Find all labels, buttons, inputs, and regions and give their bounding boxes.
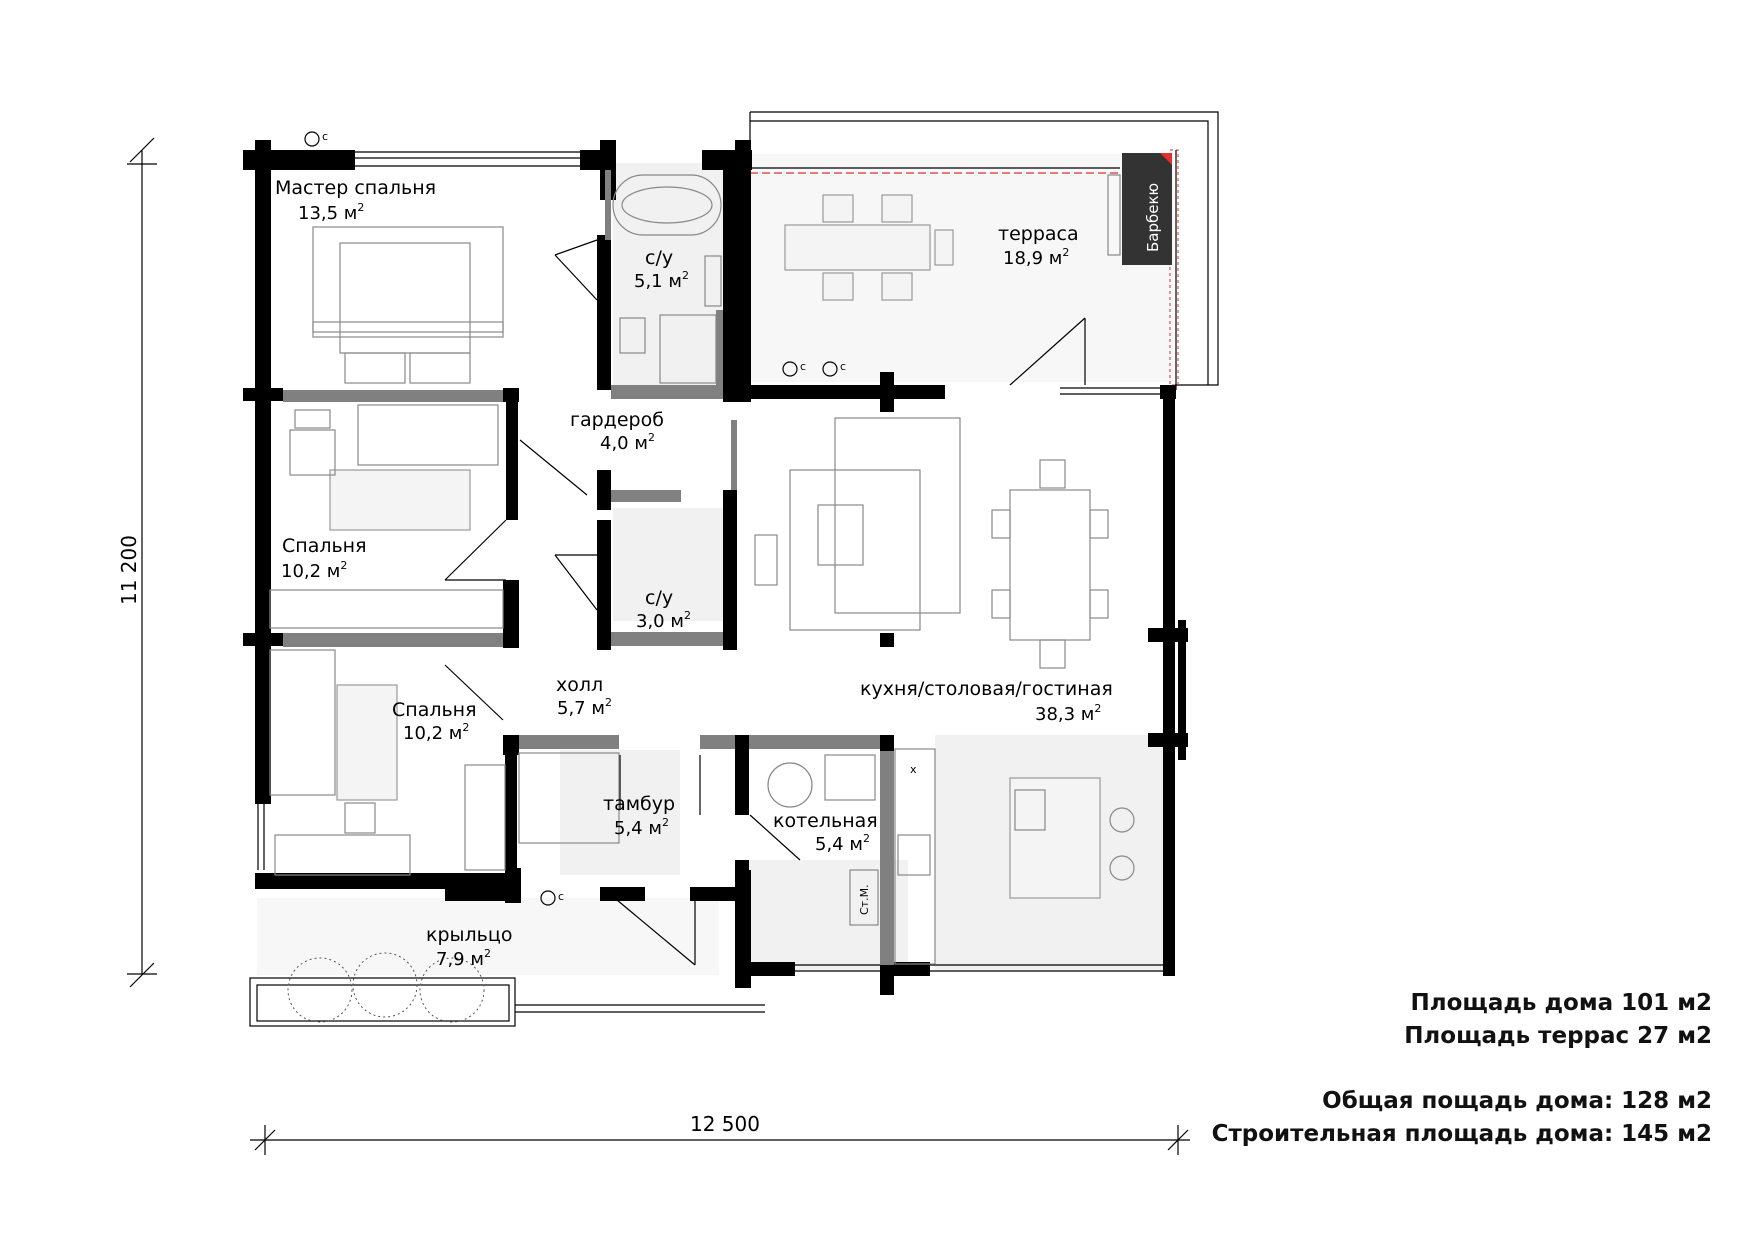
room-name-porch: крыльцо (426, 924, 512, 946)
windows (257, 151, 1173, 972)
height-dimension-label: 11 200 (117, 535, 141, 605)
shrub-icon (287, 952, 485, 1023)
room-area-hall: 5,7 м2 (557, 696, 612, 719)
room-name-hall: холл (556, 674, 603, 696)
room-name-kitchen-living: кухня/столовая/гостиная (860, 678, 1113, 700)
door-swings (444, 239, 1086, 966)
room-area-bedroom-2: 10,2 м2 (403, 721, 469, 744)
room-area-kitchen-living: 38,3 м2 (1035, 702, 1101, 725)
room-name-bedroom-2: Спальня (392, 699, 477, 721)
room-name-wardrobe: гардероб (570, 409, 664, 431)
area-summary: Площадь дома 101 м2 Площадь террас 27 м2… (1212, 990, 1712, 1147)
room-name-bedroom-1: Спальня (282, 535, 367, 557)
room-area-bathroom-1: 5,1 м2 (634, 269, 689, 292)
bbq-label: Барбекю (1144, 183, 1162, 252)
cross-mark: x (910, 763, 917, 776)
room-area-wardrobe: 4,0 м2 (600, 431, 655, 454)
room-name-master-bedroom: Мастер спальня (275, 177, 436, 199)
outlet-label: с (322, 130, 328, 143)
room-area-bathroom-2: 3,0 м2 (636, 609, 691, 632)
interior-walls (283, 150, 894, 965)
room-name-boiler-room: котельная (773, 810, 878, 832)
room-area-porch: 7,9 м2 (436, 947, 491, 970)
room-area-bedroom-1: 10,2 м2 (281, 559, 347, 582)
width-dimension-label: 12 500 (690, 1112, 760, 1136)
outlet-label: с (558, 890, 564, 903)
room-labels: Мастер спальня 13,5 м2 с/у 5,1 м2 террас… (275, 177, 1113, 970)
summary-house-area: Площадь дома 101 м2 (1411, 990, 1713, 1016)
washing-machine-label: Ст.М. (858, 884, 871, 915)
room-name-terrace: терраса (998, 223, 1079, 245)
room-name-bathroom-1: с/у (645, 247, 673, 269)
room-name-bathroom-2: с/у (645, 587, 673, 609)
dimension-lines (127, 137, 1190, 1155)
outlet-marks: с с с с (304, 130, 846, 906)
summary-total-area: Общая пощадь дома: 128 м2 (1322, 1088, 1712, 1114)
room-area-master-bedroom: 13,5 м2 (298, 201, 364, 224)
furniture (249, 153, 1172, 1027)
summary-building-area: Строительная площадь дома: 145 м2 (1212, 1121, 1712, 1147)
room-area-vestibule: 5,4 м2 (614, 816, 669, 839)
outlet-label: с (840, 360, 846, 373)
summary-terrace-area: Площадь террас 27 м2 (1404, 1023, 1712, 1049)
room-name-vestibule: тамбур (603, 793, 675, 815)
outlet-label: с (800, 360, 806, 373)
room-area-boiler-room: 5,4 м2 (815, 832, 870, 855)
terrace-frame (749, 111, 1219, 390)
room-area-terrace: 18,9 м2 (1003, 246, 1069, 269)
